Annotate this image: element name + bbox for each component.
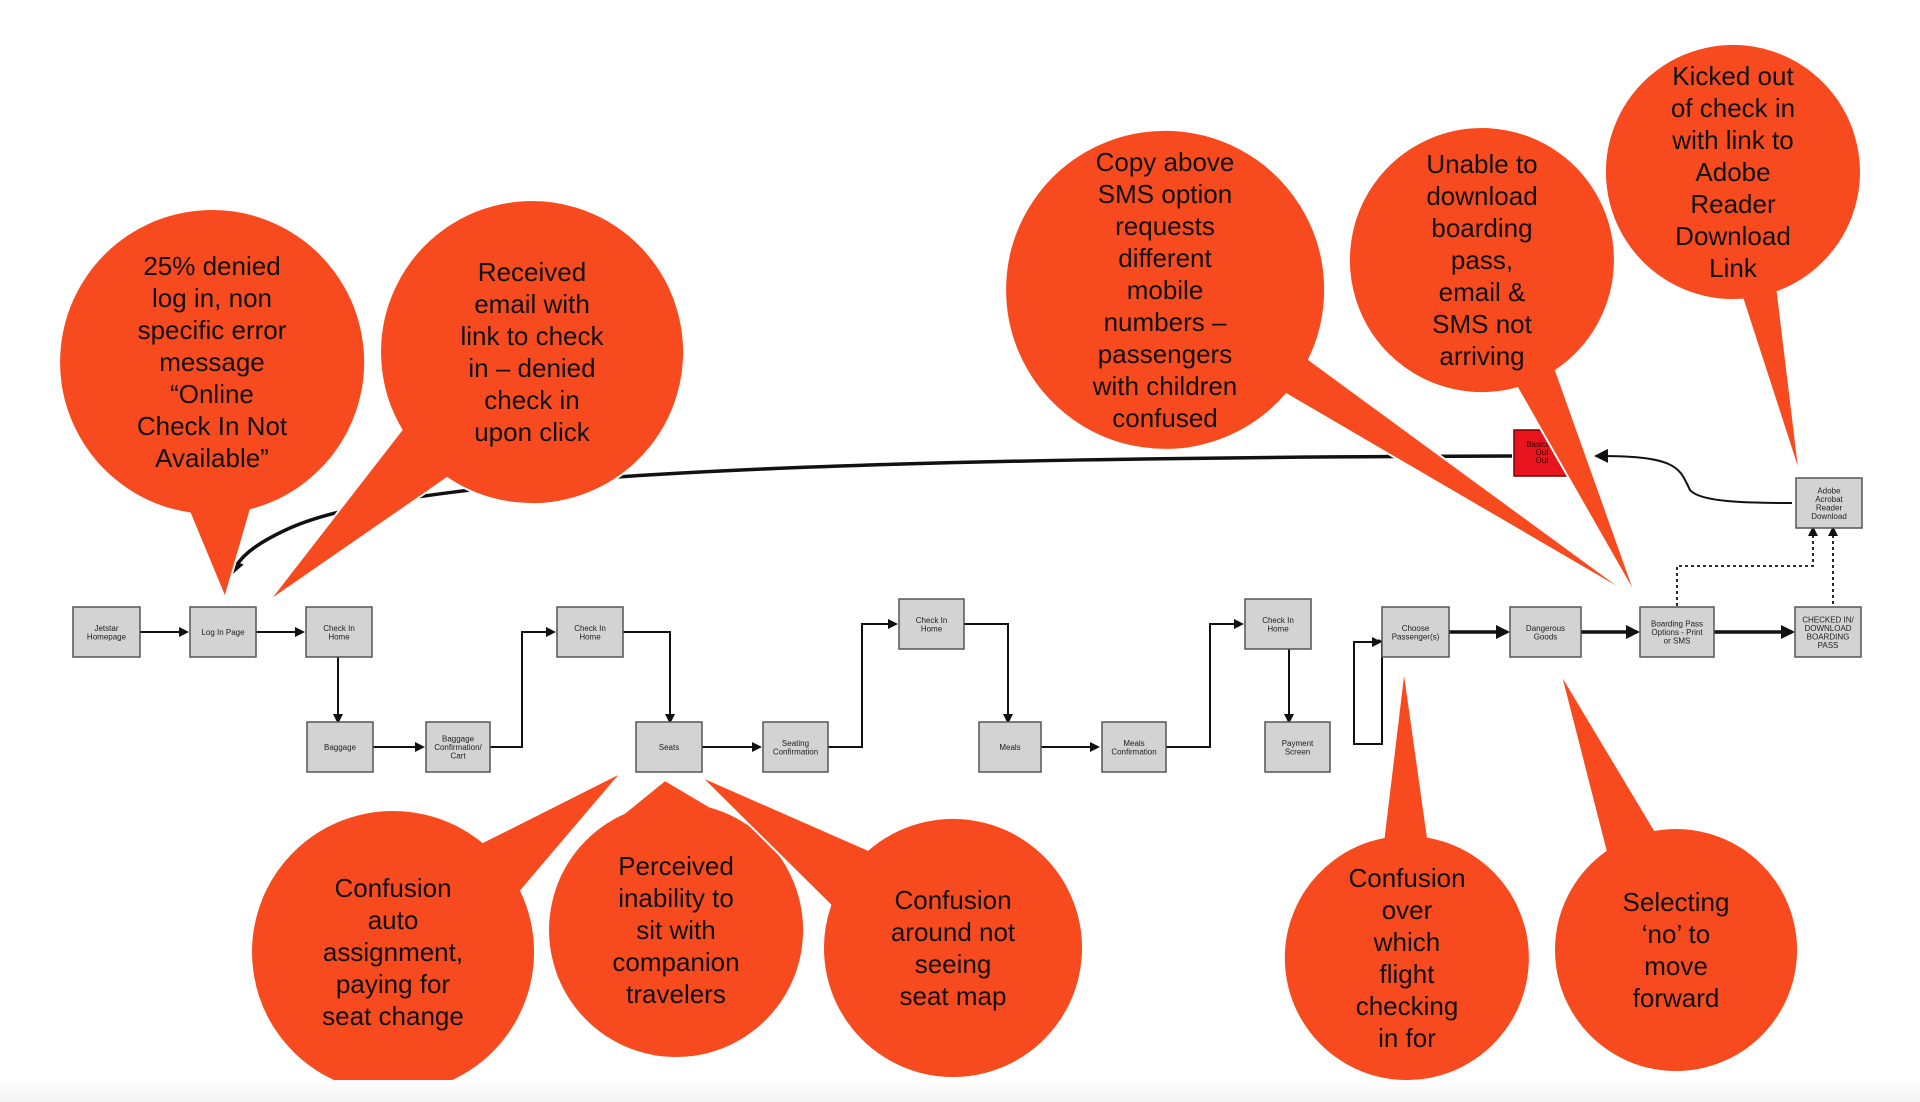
flow-node: Baggage xyxy=(306,721,374,773)
flow-node: Meals xyxy=(978,721,1042,773)
flow-node: Log In Page xyxy=(189,606,257,658)
flow-node-label: Seats xyxy=(659,743,679,752)
flow-node-label: Log In Page xyxy=(201,628,245,637)
connector xyxy=(1353,637,1382,745)
connector-return xyxy=(1594,448,1793,504)
connector xyxy=(622,631,675,724)
connector xyxy=(1166,619,1244,748)
flow-node: Seats xyxy=(635,721,703,773)
connector xyxy=(828,619,898,748)
footer-shade xyxy=(0,1080,1920,1102)
connector xyxy=(1356,639,1383,745)
flow-node-label: Meals xyxy=(999,743,1020,752)
connector-dotted xyxy=(1676,526,1818,612)
connector xyxy=(490,627,556,748)
connector xyxy=(964,623,1013,724)
flow-node-label: Baggage xyxy=(324,743,357,752)
